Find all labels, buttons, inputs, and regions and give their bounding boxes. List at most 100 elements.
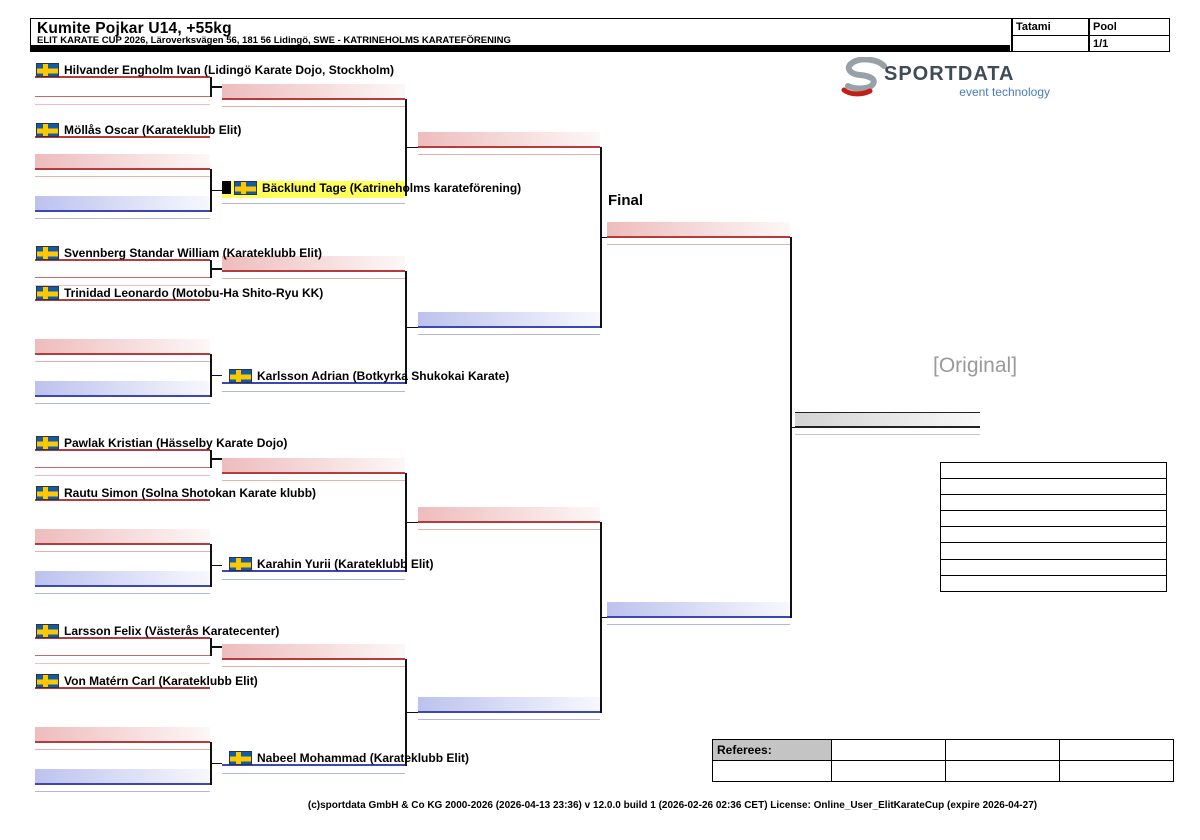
score-subline <box>418 154 600 155</box>
competitor-line-aka <box>35 449 210 451</box>
score-subline <box>35 403 210 404</box>
score-subline <box>607 244 790 245</box>
advancement-bar-ao <box>607 602 790 618</box>
competitor-name: Rautu Simon (Solna Shotokan Karate klubb… <box>64 485 317 500</box>
position-marker-icon <box>222 181 231 194</box>
empty-slot-line <box>35 654 210 656</box>
competitor-name: Bäcklund Tage (Katrineholms karateföreni… <box>262 180 522 195</box>
advancement-bar-aka <box>222 84 405 100</box>
connector-line <box>600 236 607 238</box>
score-subline <box>418 334 600 335</box>
competitor-name: Karahin Yurii (Karateklubb Elit) <box>257 556 434 571</box>
footer-text: (c)sportdata GmbH & Co KG 2000-2026 (202… <box>307 800 1038 811</box>
results-table <box>940 461 1167 592</box>
score-subline <box>35 176 210 177</box>
score-subline <box>418 529 600 530</box>
competitor-name: Svennberg Standar William (Karateklubb E… <box>64 245 322 260</box>
sweden-flag-icon <box>36 485 59 500</box>
competitor-line-aka <box>35 499 210 501</box>
advancement-bar-aka <box>35 529 210 545</box>
final-label: Final <box>608 192 644 209</box>
score-subline <box>222 278 405 279</box>
sweden-flag-icon <box>36 122 59 137</box>
score-subline <box>607 624 790 625</box>
sportdata-logo-icon <box>840 56 888 104</box>
original-watermark: [Original] <box>933 354 1018 377</box>
competitor-line-aka <box>35 259 210 261</box>
competitor-line-aka <box>35 76 210 78</box>
connector-line <box>210 564 222 566</box>
connector-line <box>210 189 222 191</box>
sweden-flag-icon <box>229 556 252 571</box>
empty-slot-line <box>35 95 210 97</box>
advancement-bar-ao <box>418 697 600 713</box>
advancement-bar-aka <box>418 507 600 523</box>
score-subline <box>222 773 405 774</box>
connector-line <box>210 268 222 270</box>
round1-competitor-7: Larsson Felix (Västerås Karatecenter) <box>36 623 279 638</box>
connector-line <box>405 326 418 328</box>
sweden-flag-icon <box>36 435 59 450</box>
score-subline <box>35 663 210 664</box>
sweden-flag-icon <box>229 368 252 383</box>
sportdata-tagline-text: event technology <box>959 85 1050 99</box>
connector-line <box>210 86 222 88</box>
score-subline <box>222 480 405 481</box>
round1-competitor-2: Möllås Oscar (Karateklubb Elit) <box>36 122 241 137</box>
sweden-flag-icon <box>36 62 59 77</box>
connector-line <box>210 646 222 648</box>
competitor-line-aka <box>35 299 210 301</box>
results-row <box>940 574 1167 592</box>
referees-label-cell: Referees: <box>712 739 832 761</box>
advancement-bar-aka <box>418 132 600 148</box>
header-black-bar <box>31 45 1010 52</box>
advancement-bar-aka <box>35 154 210 170</box>
highlighted-competitor-bar <box>222 181 405 198</box>
competitor-line-ao <box>222 382 405 384</box>
competitor-line-aka <box>35 637 210 639</box>
connector-line <box>405 146 418 148</box>
advancement-bar-ao <box>35 769 210 785</box>
score-subline <box>35 593 210 594</box>
competitor-line-ao <box>222 570 405 572</box>
pool-value: 1/1 <box>1093 37 1109 50</box>
score-subline <box>222 203 405 204</box>
advancement-bar-aka <box>222 256 405 272</box>
round1-competitor-6: Rautu Simon (Solna Shotokan Karate klubb… <box>36 485 316 500</box>
competitor-line-aka <box>35 687 210 689</box>
score-subline <box>222 106 405 107</box>
competitor-line-aka <box>35 136 210 138</box>
score-subline <box>35 285 210 286</box>
connector-line <box>210 374 222 376</box>
advancement-bar-aka <box>35 339 210 355</box>
score-subline <box>35 218 210 219</box>
advancement-bar-ao <box>418 312 600 328</box>
sweden-flag-icon <box>36 623 59 638</box>
connector-line <box>405 711 418 713</box>
advancement-bar-ao <box>35 196 210 212</box>
score-subline <box>222 391 405 392</box>
competitor-name: Larsson Felix (Västerås Karatecenter) <box>64 623 280 638</box>
round1-competitor-5: Pawlak Kristian (Hässelby Karate Dojo) <box>36 435 287 450</box>
score-subline <box>35 361 210 362</box>
advancement-bar-ao <box>35 381 210 397</box>
empty-slot-line <box>35 466 210 468</box>
score-subline <box>35 551 210 552</box>
round1-competitor-4: Trinidad Leonardo (Motobu-Ha Shito-Ryu K… <box>36 285 323 300</box>
advancement-bar-ao <box>35 571 210 587</box>
sportdata-brand-text: SPORTDATA <box>884 63 1015 85</box>
sweden-flag-icon <box>36 285 59 300</box>
advancement-bar-aka <box>35 727 210 743</box>
round2-competitor-3: Karahin Yurii (Karateklubb Elit) <box>229 556 433 571</box>
competitor-name: Trinidad Leonardo (Motobu-Ha Shito-Ryu K… <box>64 285 324 300</box>
advancement-bar-aka <box>607 222 790 238</box>
round2-competitor-1: Bäcklund Tage (Katrineholms karateföreni… <box>222 180 521 195</box>
round2-competitor-2: Karlsson Adrian (Botkyrka Shukokai Karat… <box>229 368 509 383</box>
advancement-bar-aka <box>222 458 405 474</box>
referee-cell <box>1059 760 1174 782</box>
header-divider <box>1011 34 1170 36</box>
round1-competitor-3: Svennberg Standar William (Karateklubb E… <box>36 245 322 260</box>
sweden-flag-icon <box>36 245 59 260</box>
